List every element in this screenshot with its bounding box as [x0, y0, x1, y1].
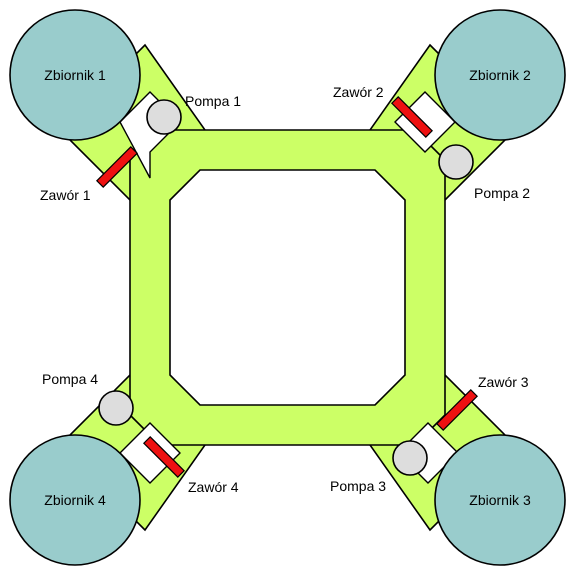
tank-3-label: Zbiornik 3 — [469, 492, 531, 508]
pump-1-icon — [146, 99, 182, 135]
tank-4-label: Zbiornik 4 — [44, 492, 106, 508]
pipe-loop-inner — [169, 169, 406, 406]
tank-2-label: Zbiornik 2 — [469, 67, 531, 83]
valve-1-label: Zawór 1 — [40, 187, 91, 203]
valve-4-label: Zawór 4 — [188, 479, 239, 495]
tank-4 — [9, 434, 141, 566]
tank-1-label: Zbiornik 1 — [44, 67, 106, 83]
valve-1-icon — [95, 145, 139, 189]
pump-1-label: Pompa 1 — [185, 93, 241, 109]
tank-1 — [9, 9, 141, 141]
tank-3 — [434, 434, 566, 566]
valve-4-icon — [142, 435, 186, 479]
tank-2 — [434, 9, 566, 141]
valve-2-label: Zawór 2 — [333, 84, 384, 100]
valve-3-icon — [435, 388, 479, 432]
pump-2-label: Pompa 2 — [474, 185, 530, 201]
valve-2-icon — [390, 95, 434, 139]
pump-2-icon — [438, 144, 474, 180]
pump-3-icon — [392, 440, 428, 476]
pump-4-label: Pompa 4 — [42, 371, 98, 387]
pump-3-label: Pompa 3 — [330, 478, 386, 494]
pipe-junction-4 — [119, 422, 181, 484]
valve-3-label: Zawór 3 — [478, 374, 529, 390]
pump-4-icon — [98, 390, 134, 426]
